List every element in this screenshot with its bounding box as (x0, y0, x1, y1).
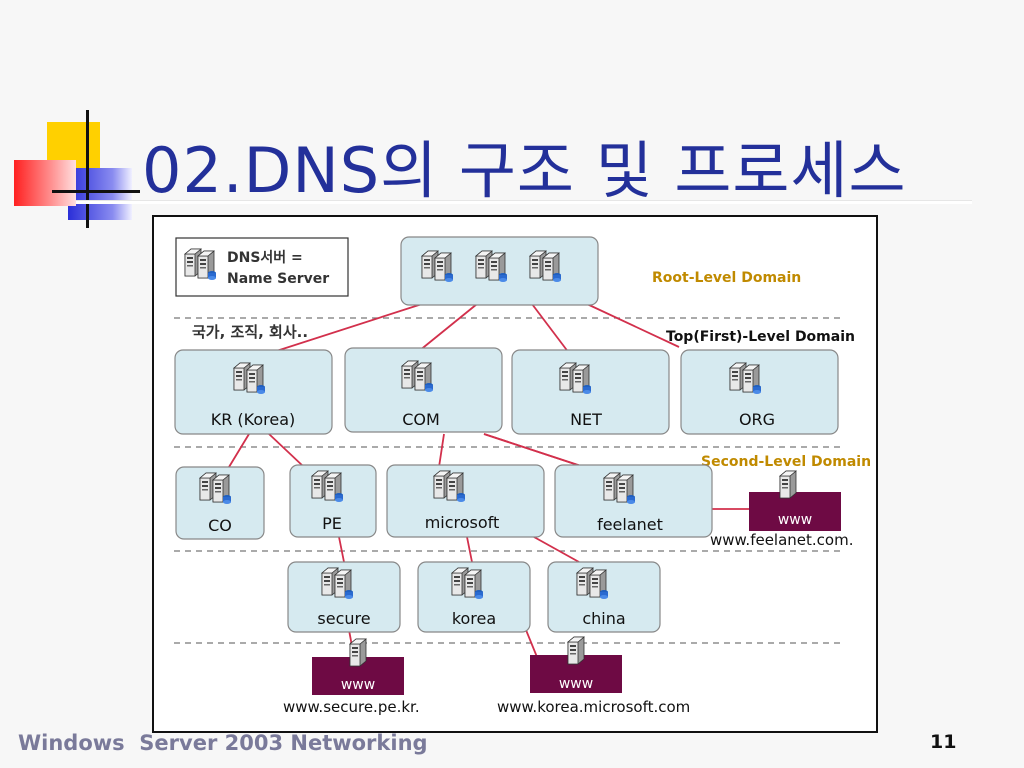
label-top-level: Top(First)-Level Domain (666, 329, 855, 345)
decor-blue-square (68, 168, 132, 220)
node-co: CO (175, 466, 265, 540)
www-feelanet-host: www.feelanet.com. (710, 531, 853, 549)
node-kr-label: KR (Korea) (211, 410, 296, 429)
www-server-feelanet: www (749, 470, 841, 531)
node-korea: korea (417, 561, 531, 633)
level-separators (174, 317, 844, 644)
www-korea-label: www (559, 676, 593, 692)
www-secure-label: www (341, 677, 375, 693)
www-server-korea: www (530, 636, 622, 693)
node-org-label: ORG (739, 410, 775, 429)
legend-line-2: Name Server (227, 271, 329, 287)
node-microsoft: microsoft (386, 464, 545, 538)
node-com: COM (344, 347, 503, 433)
node-root (400, 236, 599, 306)
diagram-canvas: DNS서버 = Name Server Root-Level Domain 국가… (174, 236, 871, 716)
node-pe-label: PE (322, 514, 342, 533)
node-china-label: china (582, 609, 625, 628)
decor-vertical-line (86, 110, 89, 228)
node-net: NET (511, 349, 670, 435)
node-korea-label: korea (452, 609, 496, 628)
node-co-label: CO (208, 516, 232, 535)
footer-title: Windows Server 2003 Networking (18, 731, 428, 755)
www-secure-host: www.secure.pe.kr. (283, 698, 420, 716)
node-secure-label: secure (317, 609, 370, 628)
node-kr: KR (Korea) (174, 349, 333, 435)
node-feelanet: feelanet (554, 464, 713, 538)
node-china: china (547, 561, 661, 633)
legend-line-1: DNS서버 = (227, 249, 303, 266)
decor-red-square (14, 160, 76, 206)
node-feelanet-label: feelanet (597, 515, 663, 534)
dns-hierarchy-diagram: DNS서버 = Name Server Root-Level Domain 국가… (152, 215, 878, 733)
www-server-secure: www (312, 638, 404, 695)
label-second-level: Second-Level Domain (701, 454, 871, 470)
connector-com-feelanet (483, 433, 585, 468)
decor-horizontal-line (52, 190, 140, 193)
node-com-label: COM (402, 410, 440, 429)
node-pe: PE (289, 464, 377, 538)
www-korea-host: www.korea.microsoft.com (497, 698, 690, 716)
www-feelanet-label: www (778, 512, 812, 528)
node-net-label: NET (570, 410, 602, 429)
node-org: ORG (680, 349, 839, 435)
legend-box: DNS서버 = Name Server (175, 237, 349, 297)
title-underline (76, 200, 972, 204)
label-root-level: Root-Level Domain (652, 270, 801, 286)
node-microsoft-label: microsoft (425, 513, 500, 532)
node-secure: secure (287, 561, 401, 633)
annotation-text: 국가, 조직, 회사.. (192, 323, 308, 341)
page-number: 11 (930, 731, 957, 753)
slide-title: 02.DNS의 구조 및 프로세스 (142, 134, 907, 207)
